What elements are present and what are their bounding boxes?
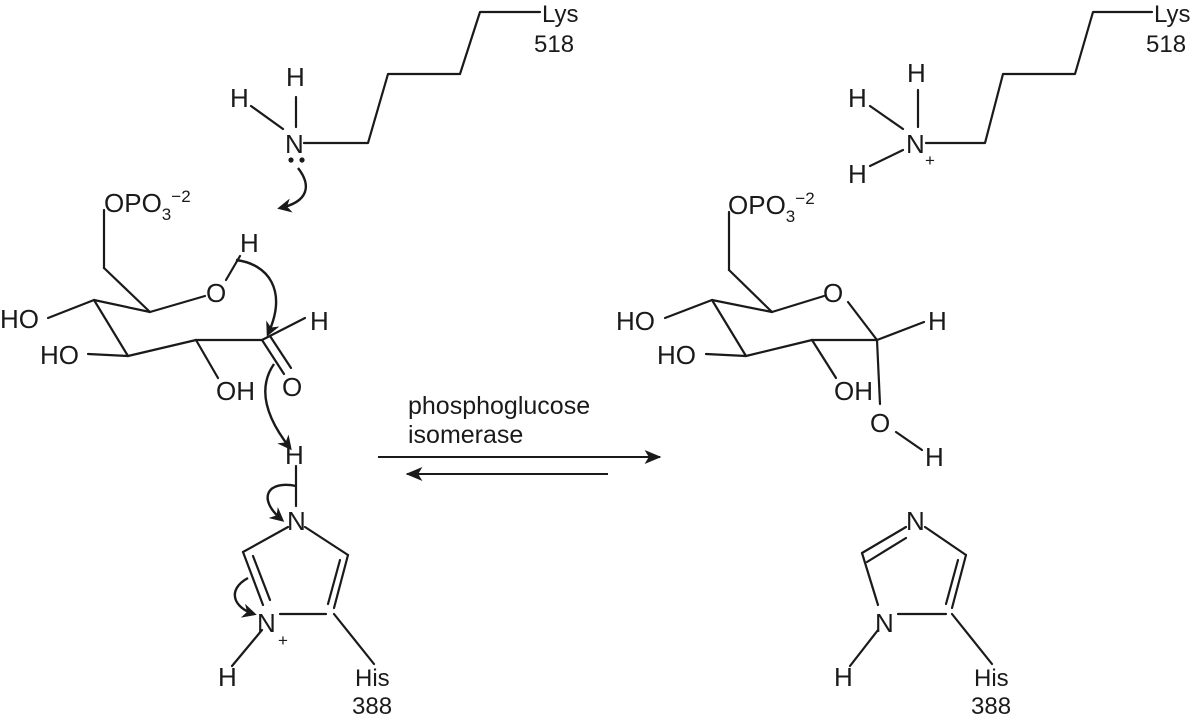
his388-product: N N H His 388: [834, 506, 1011, 719]
sugar-h-on-oxygen: H: [240, 228, 259, 258]
lone-pair-dot: [288, 157, 294, 163]
his-product-nitrogen-top: N: [906, 506, 925, 536]
sugar-ring-oxygen: O: [206, 278, 226, 308]
his-nitrogen-bottom: N: [257, 608, 276, 638]
product-ho-c3: HO: [657, 340, 696, 370]
curly-arrow-double-bond-to-nitrogen: [233, 576, 257, 618]
his388-reactant: H N N + H His 388: [218, 440, 392, 719]
lys-product-plus-charge: +: [925, 151, 935, 170]
product-c1-oxygen: O: [870, 408, 890, 438]
enzyme-name-line1: phosphoglucose: [408, 392, 590, 420]
product-c1-oh-h: H: [925, 442, 944, 472]
enzyme-name-line2: isomerase: [408, 421, 523, 449]
product-c1-h: H: [928, 306, 947, 336]
lys-number: 518: [534, 31, 574, 58]
his-number: 388: [352, 693, 392, 719]
lys-h-top: H: [286, 62, 305, 92]
curly-arrow-h-to-nitrogen: [266, 483, 297, 522]
his-name: His: [355, 665, 390, 692]
curly-arrow-carbonyl-to-h: [264, 363, 292, 451]
lys-name: Lys: [542, 1, 578, 28]
curly-arrow-oh-to-carbonyl: [235, 258, 280, 337]
lys-product-number: 518: [1146, 31, 1186, 58]
lys-product-nitrogen: N: [906, 129, 925, 159]
his-product-name: His: [974, 665, 1009, 692]
lys-product-name: Lys: [1154, 1, 1190, 28]
sugar-ho-c4: HO: [0, 304, 39, 334]
product-opo3-group: OPO3−2: [728, 189, 815, 226]
his-plus-charge: +: [278, 631, 288, 650]
product-ring-oxygen: O: [823, 278, 843, 308]
sugar-oh-c2: OH: [216, 376, 255, 406]
his-nitrogen-top: N: [287, 506, 306, 536]
sugar-ho-c3: HO: [40, 340, 79, 370]
sugar-reactant: OPO3−2 H O HO HO OH H O: [0, 187, 329, 406]
lone-pair-dot: [299, 157, 305, 163]
his-product-nitrogen-bottom: N: [875, 608, 894, 638]
product-oh-c2: OH: [834, 376, 873, 406]
lys518-product: H H N + H Lys 518: [848, 1, 1190, 189]
lys-product-h-left: H: [848, 83, 867, 113]
curly-arrow-amine-to-h: [277, 167, 307, 213]
sugar-aldehyde-h: H: [310, 306, 329, 336]
his-product-nh-h: H: [834, 662, 853, 692]
his-nh-h: H: [218, 662, 237, 692]
lys518-reactant: H H N Lys 518: [230, 1, 578, 163]
sugar-opo3-group: OPO3−2: [104, 187, 191, 224]
lys-product-h-top: H: [907, 58, 926, 88]
equilibrium: phosphoglucose isomerase: [378, 392, 662, 481]
product-ho-c4: HO: [616, 306, 655, 336]
lys-nitrogen: N: [285, 129, 304, 159]
lys-h-left: H: [230, 83, 249, 113]
sugar-product: OPO3−2 O HO HO OH H O H: [616, 189, 947, 472]
lys-product-h-bottom: H: [848, 159, 867, 189]
sugar-carbonyl-oxygen: O: [282, 372, 302, 402]
his-product-number: 388: [971, 693, 1011, 719]
curly-arrows: [233, 167, 307, 618]
